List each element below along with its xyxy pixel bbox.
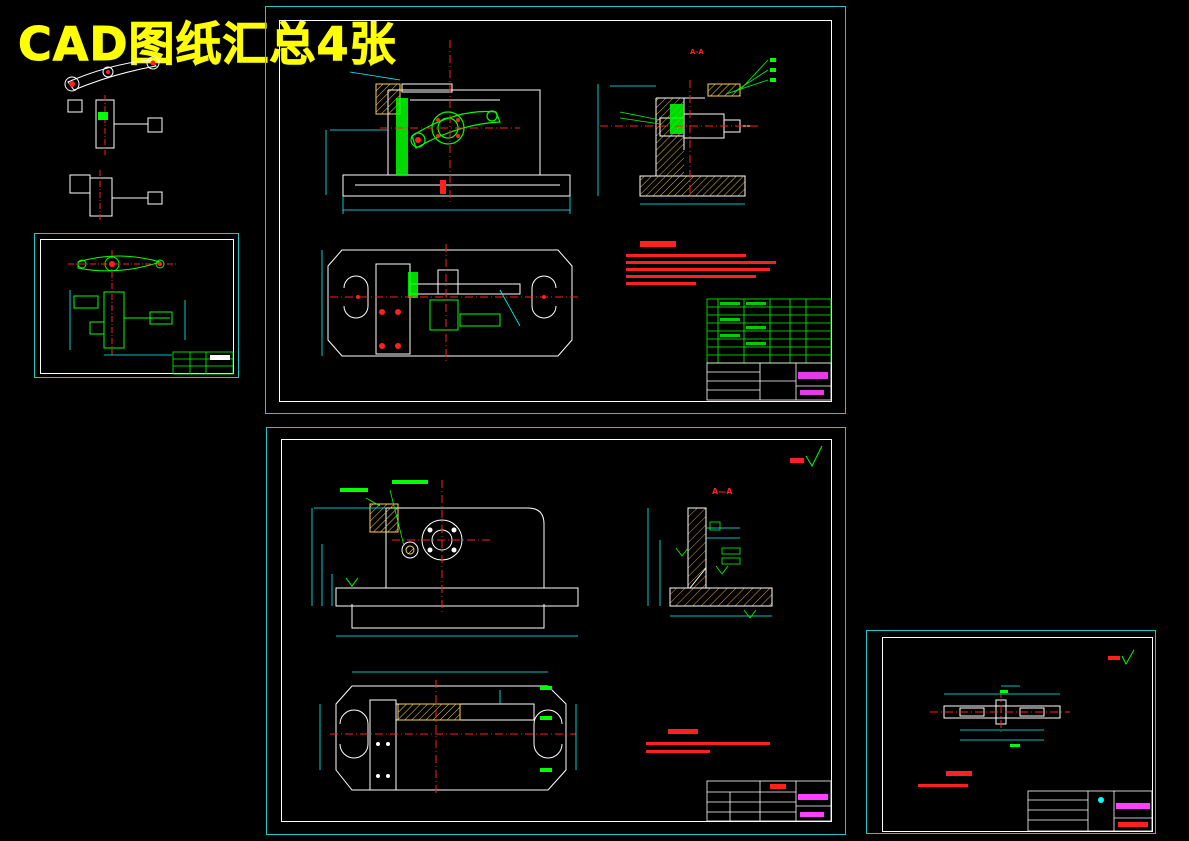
tech-notes-bottom xyxy=(646,729,770,753)
sheet-large-bottom: A—A xyxy=(266,427,846,835)
plan-view xyxy=(321,244,580,362)
loose-part-sketch xyxy=(64,56,163,222)
body-front-view xyxy=(311,480,579,637)
sheet-large-top: A-A xyxy=(265,6,846,414)
bom-table-top xyxy=(706,298,832,401)
title-block-bottom xyxy=(706,780,832,822)
sheet-small-right xyxy=(866,630,1156,834)
body-plan-view xyxy=(319,671,577,796)
side-view: A-A xyxy=(597,48,776,205)
body-section-view: A—A xyxy=(647,487,773,619)
svg-text:A-A: A-A xyxy=(690,48,704,56)
front-view xyxy=(325,40,571,214)
roughness-symbol-right xyxy=(1108,649,1135,666)
sheet-small-left xyxy=(34,233,239,378)
tech-notes-top xyxy=(626,241,776,285)
roughness-symbol-top xyxy=(790,445,823,468)
page-title: CAD图纸汇总4张 xyxy=(18,17,397,71)
section-label: A—A xyxy=(712,487,733,496)
